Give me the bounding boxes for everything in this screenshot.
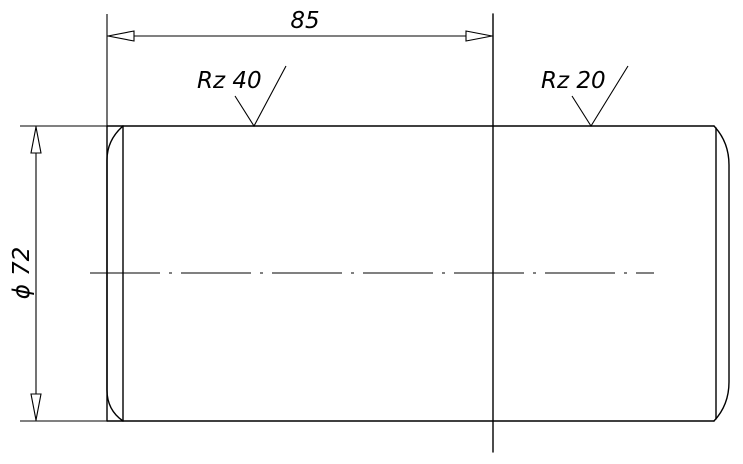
diameter-symbol: ϕ [9, 284, 35, 299]
diameter-arrow-top [30, 126, 42, 154]
surface-finish-rz20: Rz 20 [541, 65, 629, 128]
surface-finish-label-rz40: Rz 40 [197, 68, 262, 94]
diameter-arrow-bottom [30, 393, 42, 421]
surface-finish-symbol-rz20 [571, 65, 629, 128]
diameter-dimension-label: ϕ 72 [9, 247, 35, 299]
surface-finish-label-rz20: Rz 20 [541, 68, 606, 94]
length-dimension: 85 [106, 8, 493, 126]
length-arrow-right [465, 30, 493, 42]
left-chamfer-curve [106, 125, 124, 422]
surface-finish-symbol-rz40 [234, 65, 287, 128]
length-dimension-label: 85 [290, 8, 319, 34]
diameter-dimension: ϕ 72 [9, 125, 107, 422]
right-chamfer-curve [713, 125, 730, 422]
diameter-value: 72 [9, 247, 35, 276]
length-arrow-left [107, 30, 135, 42]
surface-finish-rz40: Rz 40 [197, 65, 287, 128]
